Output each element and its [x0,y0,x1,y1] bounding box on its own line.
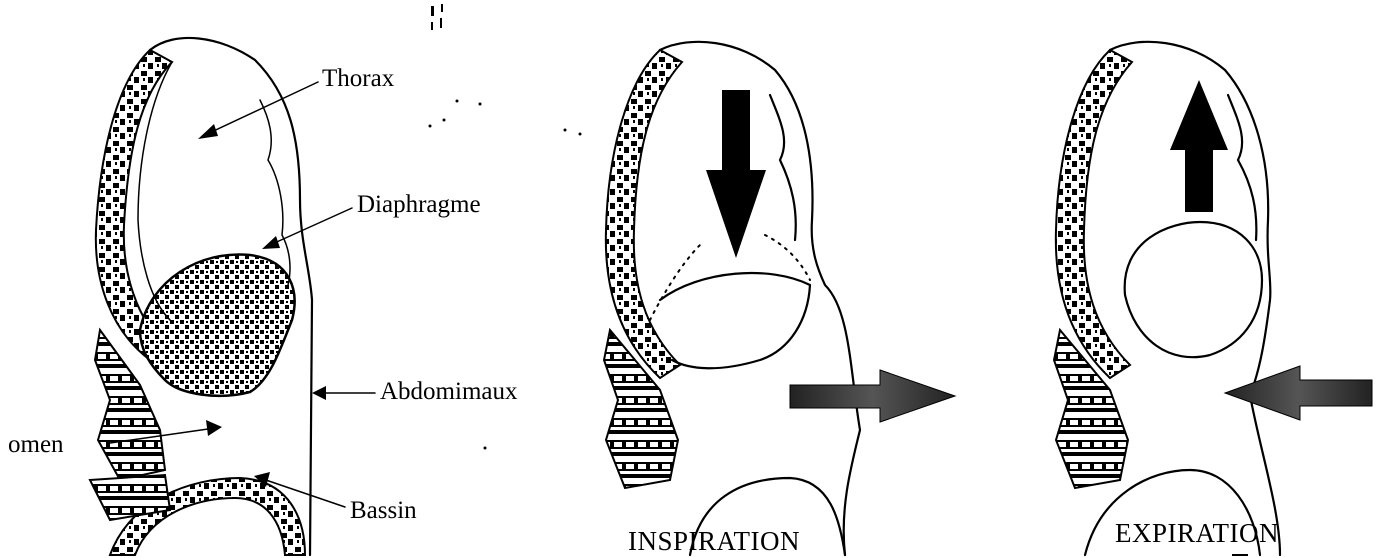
figure-inspiration: INSPIRATION [604,42,955,556]
arrow-down [706,90,766,258]
caption-expiration: EXPIRATION [1115,518,1279,548]
thorax-inner-ridge-inspiration [770,95,796,240]
label-diaphragme: Diaphragme [357,191,481,218]
arrow-left [1225,366,1372,420]
figure-expiration: EXPIRATION [1054,42,1372,555]
label-abdomen: omen [8,431,64,458]
arrow-right [790,370,955,422]
diaphragm-muscle [140,254,295,395]
caption-inspiration: INSPIRATION [628,526,800,556]
diaphragm-inspiration [660,273,810,368]
figure-anatomy: Thorax Diaphragme Abdomimaux omen Bassin [8,38,518,555]
rib-cage-inspiration [606,50,682,378]
rib-cage-expiration [1056,50,1132,378]
arrow-up [1170,80,1228,212]
trunk-outline-inspiration [660,42,860,555]
diaphragm-expiration [1125,222,1262,357]
label-abdominaux: Abdomimaux [380,378,518,405]
label-bassin: Bassin [350,497,417,524]
label-thorax: Thorax [322,65,395,92]
